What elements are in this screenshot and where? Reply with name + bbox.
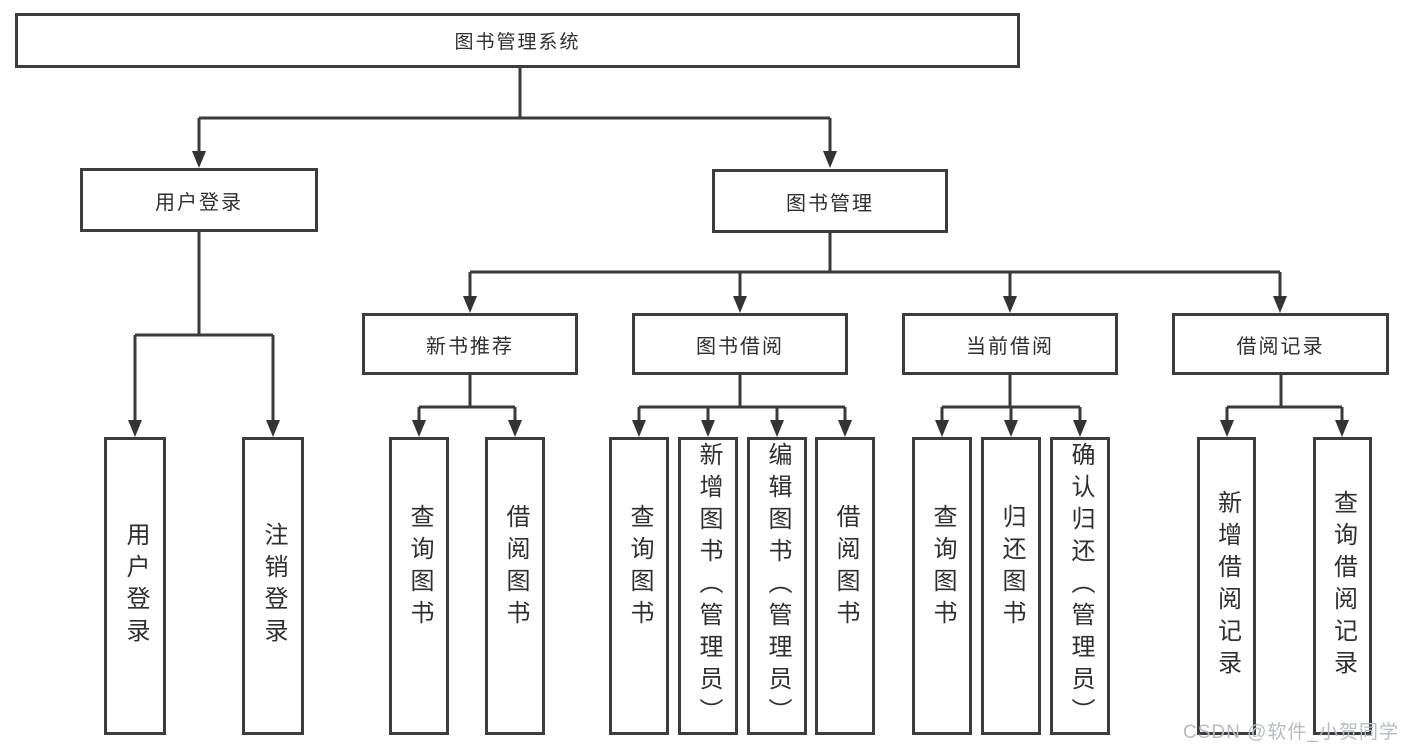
node-user-login-label: 用户登录 <box>155 191 243 214</box>
watermark: CSDN @软件_小贺同学 <box>1183 722 1399 743</box>
node-book-borrow-label: 图书借阅 <box>696 335 784 358</box>
node-book-management: 图书管理 <box>712 169 948 233</box>
node-user-login: 用户登录 <box>80 168 318 232</box>
leaf-edit-book-admin-label: 编辑图书（管理员） <box>764 442 791 730</box>
node-library-system: 图书管理系统 <box>15 13 1020 68</box>
leaf-add-borrow-record-label: 新增借阅记录 <box>1213 490 1241 682</box>
leaf-confirm-return-admin-label: 确认归还（管理员） <box>1067 442 1094 730</box>
node-new-book-recommend: 新书推荐 <box>362 313 578 375</box>
leaf-add-book-admin: 新增图书（管理员） <box>678 437 738 735</box>
leaf-query-books-recommend-label: 查询图书 <box>406 504 433 632</box>
node-book-management-label: 图书管理 <box>786 192 874 215</box>
leaf-borrow-books-label: 借阅图书 <box>832 504 859 632</box>
node-current-borrow-label: 当前借阅 <box>966 335 1054 358</box>
node-book-borrow: 图书借阅 <box>632 313 848 375</box>
leaf-query-books-current-label: 查询图书 <box>929 504 956 632</box>
leaf-query-books-recommend: 查询图书 <box>389 437 449 735</box>
leaf-logout: 注销登录 <box>242 437 304 735</box>
leaf-query-books-borrow-label: 查询图书 <box>626 504 653 632</box>
node-new-book-recommend-label: 新书推荐 <box>426 335 514 358</box>
leaf-query-borrow-record: 查询借阅记录 <box>1313 437 1372 735</box>
leaf-logout-label: 注销登录 <box>260 522 287 650</box>
leaf-query-books-borrow: 查询图书 <box>609 437 669 735</box>
node-library-system-label: 图书管理系统 <box>454 32 581 53</box>
node-borrow-records: 借阅记录 <box>1172 313 1389 375</box>
leaf-return-book-label: 归还图书 <box>998 504 1025 632</box>
leaf-borrow-books: 借阅图书 <box>815 437 875 735</box>
leaf-user-login: 用户登录 <box>104 437 166 735</box>
leaf-borrow-books-recommend: 借阅图书 <box>485 437 545 735</box>
leaf-edit-book-admin: 编辑图书（管理员） <box>747 437 807 735</box>
node-current-borrow: 当前借阅 <box>902 313 1118 375</box>
node-borrow-records-label: 借阅记录 <box>1236 335 1325 358</box>
leaf-add-borrow-record: 新增借阅记录 <box>1197 437 1256 735</box>
leaf-query-books-current: 查询图书 <box>912 437 972 735</box>
leaf-return-book: 归还图书 <box>981 437 1041 735</box>
leaf-borrow-books-recommend-label: 借阅图书 <box>502 504 529 632</box>
leaf-query-borrow-record-label: 查询借阅记录 <box>1329 490 1357 682</box>
leaf-add-book-admin-label: 新增图书（管理员） <box>695 442 722 730</box>
leaf-confirm-return-admin: 确认归还（管理员） <box>1050 437 1110 735</box>
leaf-user-login-label: 用户登录 <box>122 522 149 650</box>
